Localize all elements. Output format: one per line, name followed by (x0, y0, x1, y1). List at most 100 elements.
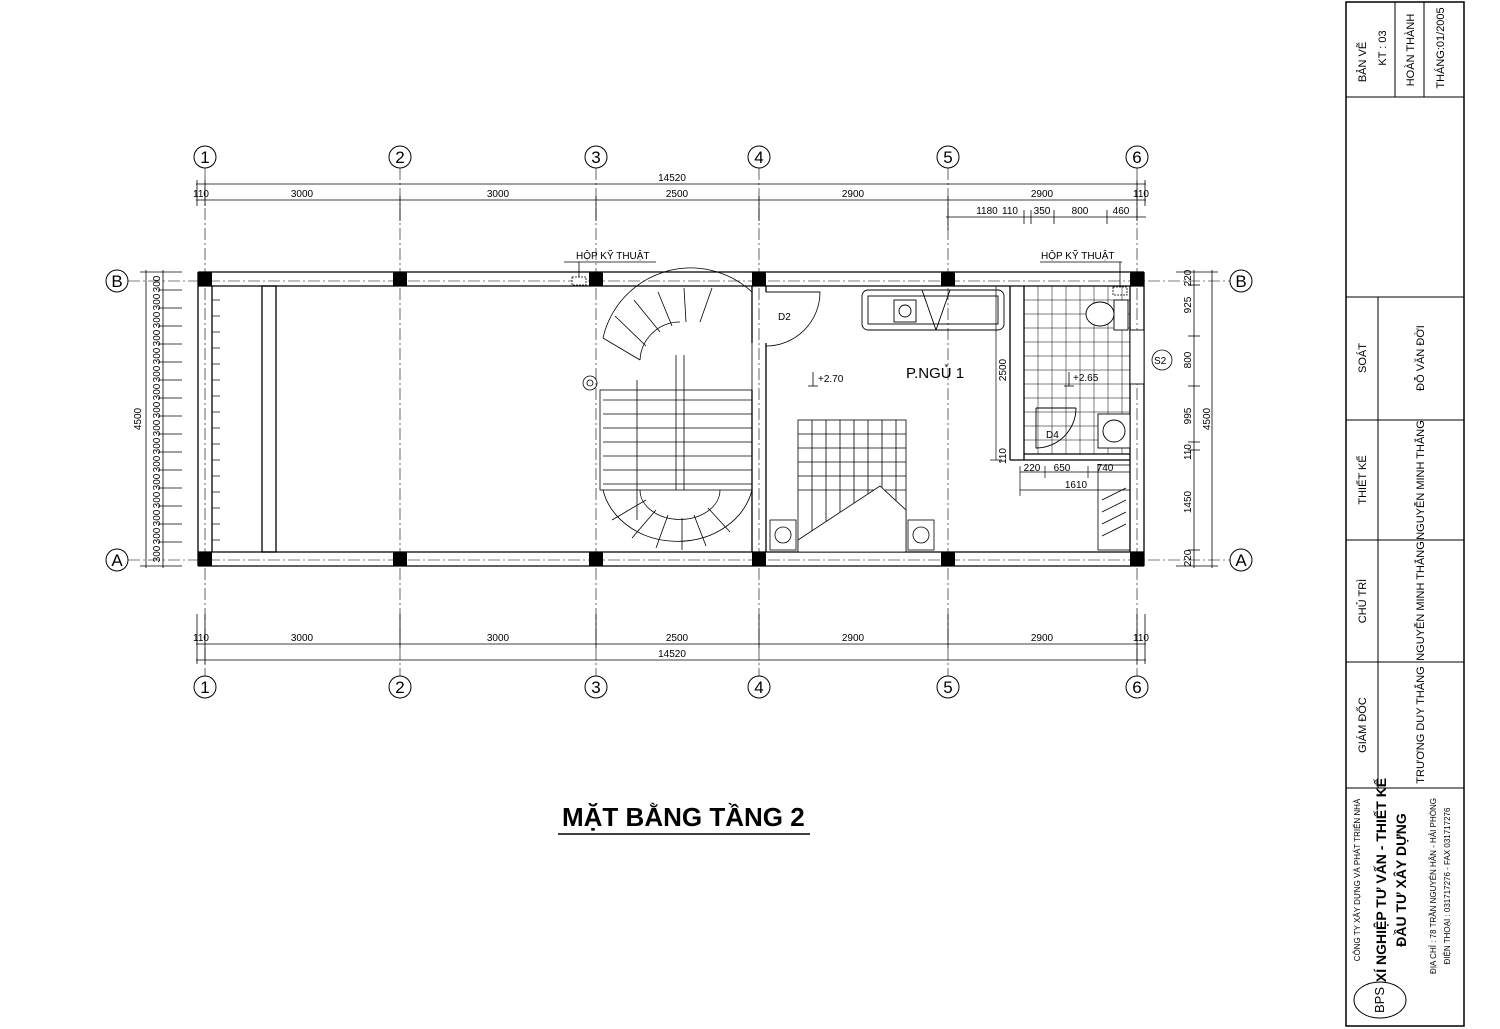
company-info: CÔNG TY XÂY DỰNG VÀ PHÁT TRIỂN NHÀ XÍ NG… (1353, 778, 1452, 1019)
dim-left-step-9: 300 (152, 419, 163, 436)
dim-span-5-top: 2900 (1031, 189, 1054, 200)
dimension-lines-top (196, 180, 1146, 230)
axis-bubble-a-left (105, 548, 129, 572)
dimension-lines-right (1176, 270, 1218, 568)
axis-bubble-1-bottom (193, 675, 217, 699)
dim-left-step-3: 300 (152, 311, 163, 328)
name-soat: ĐỖ VĂN ĐỜI (1414, 325, 1427, 391)
ban-ve-label: BẢN VẼ (1356, 42, 1369, 82)
dim-left-step-10: 300 (152, 437, 163, 454)
company-line2: XÍ NGHIỆP TƯ VẤN - THIẾT KẾ (1372, 778, 1389, 982)
dim-detail-3: 800 (1072, 206, 1089, 217)
company-address: ĐỊA CHỈ : 78 TRẦN NGUYÊN HÃN - HẢI PHÒNG (1428, 798, 1438, 974)
level-room: +2.70 (818, 374, 844, 385)
right-dimension-text: 4500 220 925 800 995 110 1450 220 (1183, 269, 1213, 566)
axis-bubble-2-bottom (388, 675, 412, 699)
dim-span-2-bottom: 3000 (487, 633, 510, 644)
dim-span-3-top: 2500 (666, 189, 689, 200)
dim-left-step-14: 300 (152, 509, 163, 526)
dim-right-seg-4: 110 (1183, 444, 1194, 460)
company-line1: CÔNG TY XÂY DỰNG VÀ PHÁT TRIỂN NHÀ (1353, 798, 1362, 961)
dimension-lines-bottom (196, 614, 1146, 664)
grid-lines (128, 168, 1230, 676)
axis-label-a-left: A (111, 551, 123, 570)
dim-left-step-4: 300 (152, 329, 163, 346)
role-thiet-ke: THIẾT KẾ (1356, 455, 1369, 504)
role-soat: SOÁT (1356, 343, 1369, 373)
axis-label-5-bottom: 5 (943, 678, 952, 697)
role-chu-tri: CHỦ TRÌ (1356, 579, 1369, 623)
dim-span-0-top: 110 (193, 189, 209, 200)
company-logo: BPS (1353, 981, 1407, 1019)
roles: SOÁT ĐỖ VĂN ĐỜI THIẾT KẾ NGUYỄN MINH THẮ… (1355, 325, 1427, 784)
title-block (1345, 1, 1465, 1027)
axis-bubble-b-left (105, 269, 129, 293)
walls (197, 271, 1145, 567)
name-thiet-ke: NGUYỄN MINH THẮNG (1414, 420, 1427, 540)
wc-fixtures (1035, 299, 1145, 449)
dim-overall-top: 14520 (658, 173, 686, 184)
staircase (582, 267, 753, 550)
level-wc: +2.65 (1073, 373, 1099, 384)
axis-labels: 1 2 3 4 5 6 1 2 3 4 5 6 B A B A (111, 148, 1247, 697)
hop-ky-thuat-label-left: HỘP KỸ THUẬT (576, 249, 650, 262)
dim-right-seg-2: 800 (1183, 351, 1194, 368)
axis-bubble-3-bottom (584, 675, 608, 699)
axis-label-3-bottom: 3 (591, 678, 600, 697)
dimension-lines-left (140, 270, 182, 568)
dim-span-4-top: 2900 (842, 189, 865, 200)
dim-left-step-6: 300 (152, 365, 163, 382)
dim-left-step-13: 300 (152, 491, 163, 508)
left-dimension-text: 4500 300 300 300 300 300 300 300 300 300… (133, 275, 163, 562)
dim-span-5-bottom: 2900 (1031, 633, 1054, 644)
axis-label-4-top: 4 (754, 148, 763, 167)
dim-span-6-top: 110 (1133, 189, 1149, 200)
dim-right-seg-5: 1450 (1183, 490, 1194, 513)
bed (769, 419, 935, 553)
dim-span-6-bottom: 110 (1133, 633, 1149, 644)
dim-detail-4: 460 (1113, 206, 1130, 217)
company-phone: ĐIỆN THOẠI : 031717276 - FAX 031717276 (1443, 807, 1452, 964)
left-step-ticks (158, 289, 182, 543)
wc-dim-0: 220 (1024, 463, 1041, 474)
room-label-bedroom: P.NGỦ 1 (906, 364, 964, 382)
dim-right-overall: 4500 (1202, 407, 1213, 430)
axis-label-6-bottom: 6 (1132, 678, 1141, 697)
name-chu-tri: NGUYỄN MINH THẮNG (1414, 541, 1427, 661)
axis-label-1-top: 1 (200, 148, 209, 167)
columns (198, 272, 1144, 566)
dim-span-2-top: 3000 (487, 189, 510, 200)
completion-label: HOÀN THÀNH (1404, 14, 1417, 87)
logo-text: BPS (1372, 987, 1387, 1013)
role-giam-doc: GIÁM ĐỐC (1355, 697, 1369, 753)
wc-dim-1: 650 (1054, 463, 1071, 474)
axis-bubbles (105, 145, 1253, 699)
axis-label-2-top: 2 (395, 148, 404, 167)
door-d2 (765, 291, 821, 347)
axis-label-5-top: 5 (943, 148, 952, 167)
wardrobe-desk (861, 289, 1005, 331)
axis-label-b-left: B (111, 272, 122, 291)
balcony-railing (212, 299, 220, 541)
axis-label-6-top: 6 (1132, 148, 1141, 167)
axis-bubble-1-top (193, 145, 217, 169)
axis-label-a-right: A (1235, 551, 1247, 570)
sheet-info: BẢN VẼ KT : 03 HOÀN THÀNH THÁNG:01/2005 (1356, 7, 1447, 88)
level-marker-room (808, 372, 818, 387)
axis-bubble-b-right (1229, 269, 1253, 293)
completion-date: THÁNG:01/2005 (1434, 7, 1447, 88)
dim-left-step-12: 300 (152, 473, 163, 490)
axis-bubble-6-bottom (1125, 675, 1149, 699)
axis-bubble-3-top (584, 145, 608, 169)
dim-right-seg-6: 220 (1183, 549, 1194, 566)
name-giam-doc: TRƯƠNG DUY THẮNG (1414, 666, 1427, 783)
axis-bubble-5-bottom (936, 675, 960, 699)
wc-dim-height: 2500 (998, 358, 1009, 381)
dim-span-3-bottom: 2500 (666, 633, 689, 644)
dim-left-overall: 4500 (133, 407, 144, 430)
dim-span-4-bottom: 2900 (842, 633, 865, 644)
axis-label-3-top: 3 (591, 148, 600, 167)
drawing-title: MẶT BẰNG TẦNG 2 (562, 802, 805, 832)
dim-left-step-16: 300 (152, 545, 163, 562)
axis-bubble-5-top (936, 145, 960, 169)
